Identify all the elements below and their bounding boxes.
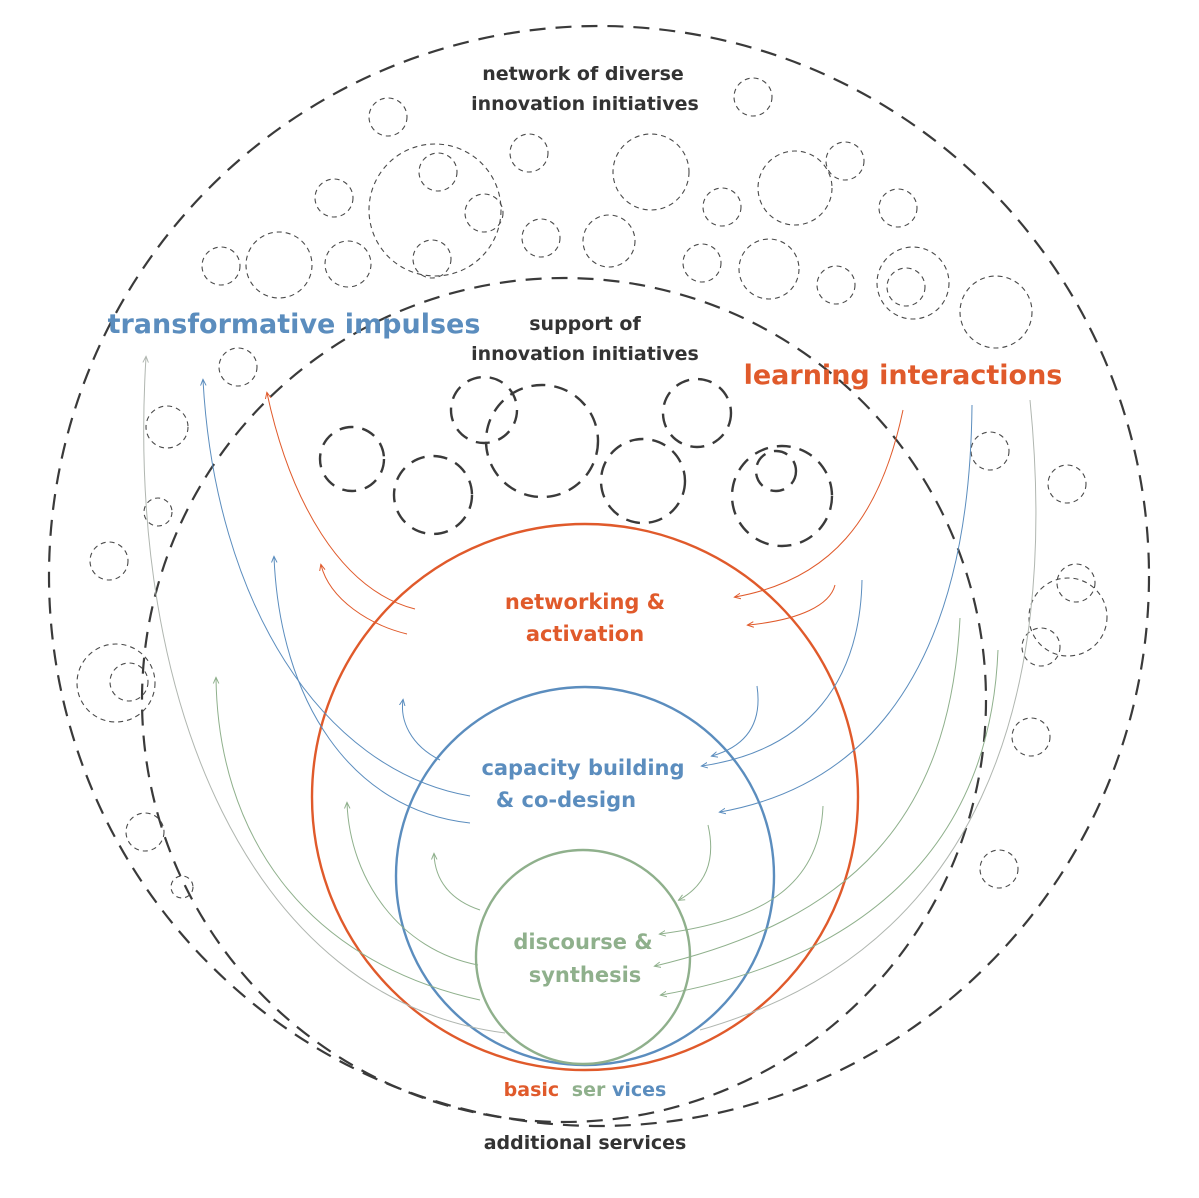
- initiative-circle: [218, 347, 258, 387]
- initiative-circle: [876, 246, 950, 320]
- initiative-circle: [145, 405, 189, 449]
- initiative-circle: [754, 449, 798, 493]
- learning-arrow-blue: [712, 685, 759, 756]
- initiative-circle: [318, 425, 386, 493]
- initiative-circle: [702, 187, 742, 227]
- network-initiatives: [76, 77, 1108, 899]
- additional-services-label: additional services: [484, 1132, 687, 1154]
- outer-network-label-line2: innovation initiatives: [471, 93, 699, 115]
- initiative-circle: [816, 265, 856, 305]
- support-label-line1: support of: [529, 313, 641, 335]
- labels: network of diverse innovation initiative…: [108, 63, 1063, 1154]
- initiative-circle: [733, 77, 773, 117]
- networking-activation-label-line1: networking &: [505, 590, 665, 614]
- initiative-circle: [392, 454, 474, 536]
- initiative-circle: [1028, 577, 1108, 657]
- initiative-circle: [959, 275, 1033, 349]
- basic-services-part1: basic: [504, 1079, 560, 1101]
- initiative-circle: [878, 188, 918, 228]
- networking-activation-circle: [310, 522, 860, 1072]
- initiative-circle: [757, 150, 833, 226]
- initiative-circle: [368, 97, 408, 137]
- initiative-circle: [449, 375, 519, 445]
- learning-arrow-gray: [699, 399, 1037, 1031]
- transformative-impulses-label: transformative impulses: [108, 309, 481, 340]
- discourse-synthesis-label-line1: discourse &: [513, 930, 652, 954]
- learning-interaction-arrows: [655, 399, 1037, 1031]
- initiative-circle: [886, 267, 926, 307]
- support-label-line2: innovation initiatives: [471, 343, 699, 365]
- initiative-circle: [484, 383, 600, 499]
- learning-arrow-green: [661, 649, 999, 995]
- initiative-circle: [201, 246, 241, 286]
- transformative-impulse-arrows: [144, 357, 506, 1034]
- initiative-circle: [582, 214, 636, 268]
- impulse-arrow-orange: [321, 565, 408, 635]
- initiative-circle: [418, 152, 458, 192]
- capacity-building-label-line2: & co-design: [496, 788, 636, 812]
- initiative-circle: [661, 377, 733, 449]
- initiative-circle: [314, 178, 354, 218]
- impulse-arrow-orange: [267, 393, 416, 610]
- initiative-circle: [730, 444, 834, 548]
- initiative-circle: [738, 238, 800, 300]
- outer-network-label-line1: network of diverse: [482, 63, 684, 85]
- initiative-circle: [682, 243, 722, 283]
- learning-arrow-green: [660, 805, 824, 934]
- basic-services-label: basic ser vices: [504, 1079, 667, 1101]
- initiative-circle: [509, 133, 549, 173]
- impulse-arrow-green: [216, 678, 481, 1001]
- learning-interactions-label: learning interactions: [744, 360, 1063, 391]
- initiative-circle: [245, 231, 313, 299]
- capacity-building-label-line1: capacity building: [481, 756, 684, 780]
- basic-services-part2: ser: [572, 1079, 606, 1101]
- initiative-circle: [76, 643, 156, 723]
- discourse-synthesis-circle: [474, 848, 692, 1066]
- initiative-circle: [464, 193, 504, 233]
- initiative-circle: [324, 240, 372, 288]
- supported-initiatives: [318, 375, 834, 548]
- support-circle: [140, 276, 988, 1124]
- impulse-arrow-green: [347, 803, 479, 966]
- impulse-arrow-blue: [203, 380, 471, 797]
- initiative-circle: [599, 437, 687, 525]
- impulse-arrow-gray: [144, 357, 506, 1034]
- additional-services-circle: [47, 24, 1151, 1128]
- learning-arrow-green: [655, 617, 961, 966]
- initiative-circle: [368, 143, 502, 277]
- impulse-arrow-blue: [274, 557, 471, 824]
- networking-activation-label-line2: activation: [526, 622, 644, 646]
- initiative-circle: [170, 875, 194, 899]
- impulse-arrow-blue: [402, 700, 441, 761]
- initiative-circle: [125, 812, 165, 852]
- initiative-circle: [89, 541, 129, 581]
- learning-arrow-orange: [748, 584, 836, 625]
- initiative-circle: [1056, 563, 1096, 603]
- initiative-circle: [979, 849, 1019, 889]
- discourse-synthesis-label-line2: synthesis: [529, 963, 642, 987]
- learning-arrow-blue: [720, 404, 973, 812]
- initiative-circle: [143, 497, 173, 527]
- initiative-circle: [1011, 717, 1051, 757]
- initiative-circle: [612, 133, 690, 211]
- learning-arrow-orange: [735, 409, 904, 597]
- learning-arrow-blue: [702, 579, 863, 766]
- initiative-circle: [1047, 464, 1087, 504]
- initiative-circle: [521, 218, 561, 258]
- impulse-arrow-green: [434, 854, 481, 911]
- capacity-building-circle: [394, 685, 776, 1067]
- initiative-circle: [412, 239, 452, 279]
- basic-services-part3: vices: [612, 1079, 666, 1101]
- initiative-circle: [825, 141, 865, 181]
- initiative-circle: [970, 431, 1010, 471]
- initiative-circle: [1021, 627, 1061, 667]
- initiative-circle: [109, 662, 149, 702]
- learning-arrow-green: [679, 824, 712, 900]
